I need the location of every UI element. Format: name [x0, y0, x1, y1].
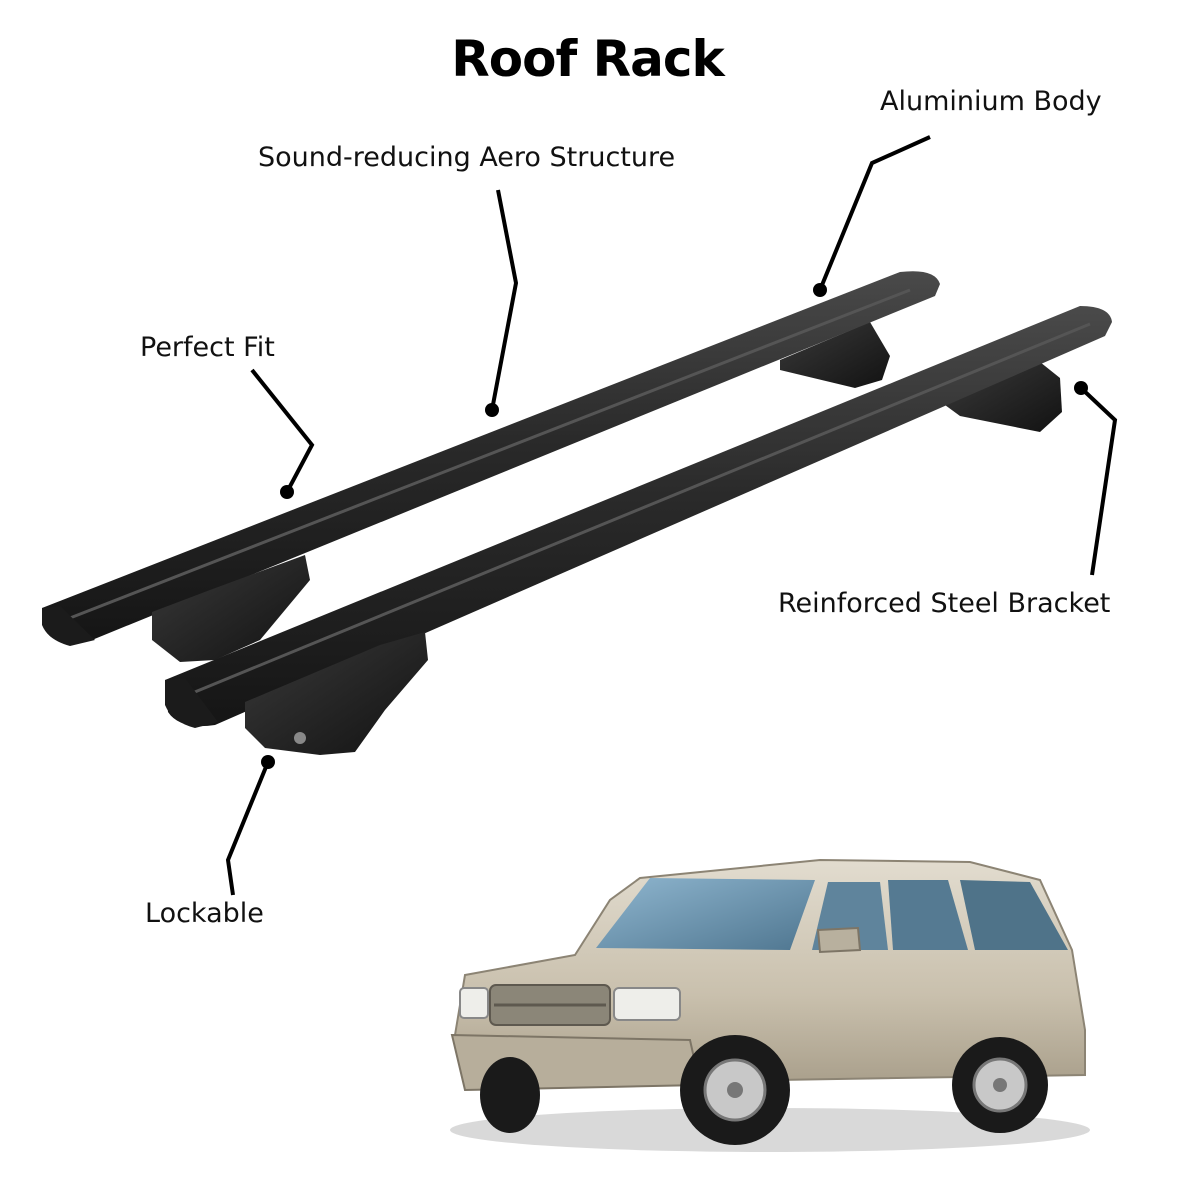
right-bracket — [945, 362, 1062, 432]
callout-lockable: Lockable — [145, 898, 264, 929]
perfect-fit-leader — [250, 368, 315, 493]
page-title: Roof Rack — [451, 30, 725, 88]
rear-crossbar — [42, 271, 940, 662]
suv-windshield — [596, 878, 815, 950]
lockable-dot — [261, 755, 275, 769]
aero-structure-leader — [490, 189, 519, 411]
steel-bracket-dot — [1074, 381, 1088, 395]
steel-bracket-leader — [1079, 386, 1118, 576]
lock-bracket — [245, 632, 428, 755]
suv-headlight-right — [613, 987, 681, 1021]
front-left-bracket — [152, 555, 310, 662]
aero-structure-dot — [485, 403, 499, 417]
leader-lines — [225, 135, 1118, 896]
perfect-fit-dot — [280, 485, 294, 499]
front-crossbar — [165, 306, 1112, 755]
callout-aluminium-body: Aluminium Body — [880, 86, 1102, 117]
suv-rear-wheel — [952, 1037, 1048, 1133]
rear-bar — [42, 271, 940, 643]
rear-bracket — [780, 322, 890, 388]
suv-rear-door-window — [888, 880, 968, 950]
aluminium-body-leader — [818, 135, 931, 291]
callout-perfect-fit: Perfect Fit — [140, 332, 275, 363]
callout-aero-structure: Sound-reducing Aero Structure — [258, 142, 676, 173]
suv-front-wheel — [680, 1035, 790, 1145]
suv-side-mirror — [816, 926, 862, 954]
aluminium-body-dot — [813, 283, 827, 297]
lock-cylinder — [294, 732, 306, 744]
suv-headlight-left — [459, 987, 489, 1019]
suv-hidden-wheel — [480, 1057, 540, 1133]
suv-illustration — [450, 858, 1090, 1152]
suv-quarter-window — [960, 880, 1068, 950]
lockable-leader — [225, 761, 270, 896]
callout-steel-bracket: Reinforced Steel Bracket — [778, 588, 1111, 619]
